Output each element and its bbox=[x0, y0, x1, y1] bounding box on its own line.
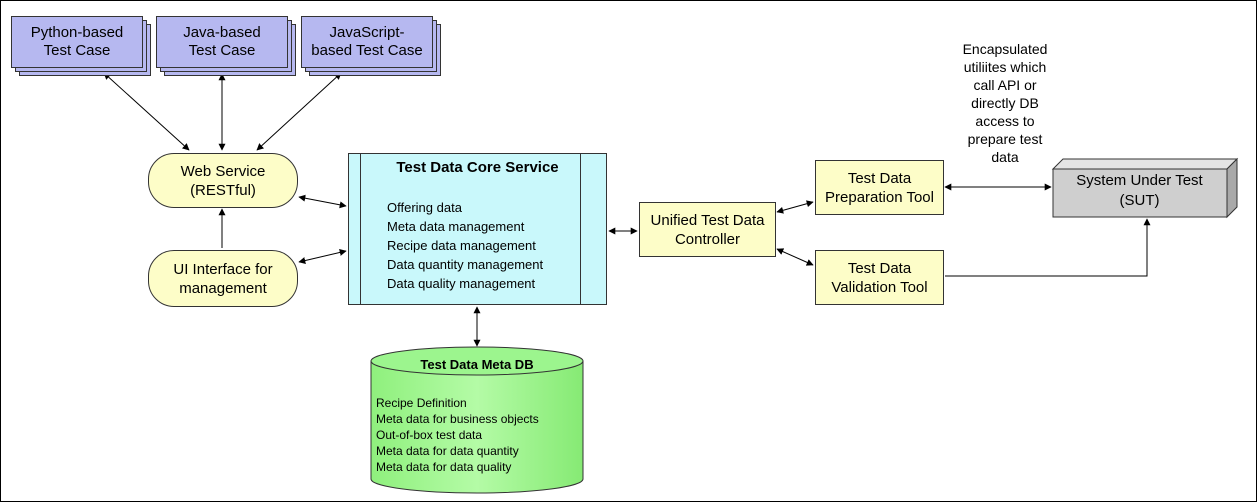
validation-tool-line2: Validation Tool bbox=[831, 278, 928, 296]
ui-interface-node: UI Interface for management bbox=[148, 250, 298, 307]
arrow-valid-sut bbox=[945, 218, 1151, 277]
meta-db-list: Recipe Definition Meta data for business… bbox=[376, 395, 539, 475]
controller-line1: Unified Test Data bbox=[650, 211, 765, 229]
meta-db-item: Meta data for business objects bbox=[376, 412, 539, 426]
core-service-item: Meta data management bbox=[387, 219, 525, 234]
java-test-case: Java-based Test Case bbox=[156, 16, 296, 76]
validation-tool-node: Test Data Validation Tool bbox=[815, 250, 944, 305]
javascript-test-case-line1: JavaScript- bbox=[329, 24, 405, 41]
note-line: directly DB bbox=[971, 95, 1039, 111]
prep-tool-line2: Preparation Tool bbox=[825, 188, 934, 206]
note-line: call API or bbox=[973, 77, 1037, 93]
arrow-python-webservice bbox=[103, 72, 190, 151]
web-service-line2: (RESTful) bbox=[190, 181, 256, 199]
core-service-item: Data quantity management bbox=[387, 257, 544, 272]
core-service-item: Offering data bbox=[387, 200, 462, 215]
meta-db-title: Test Data Meta DB bbox=[420, 357, 534, 372]
encapsulated-utilities-note: Encapsulated utiliites which call API or… bbox=[950, 40, 1060, 166]
meta-db-item: Meta data for data quantity bbox=[376, 444, 519, 458]
python-test-case: Python-based Test Case bbox=[11, 16, 151, 76]
javascript-test-case-line2: based Test Case bbox=[311, 42, 423, 59]
arrow-controller-prep bbox=[776, 200, 814, 214]
web-service-line1: Web Service bbox=[180, 162, 266, 180]
sut-line1: System Under Test bbox=[1076, 172, 1203, 189]
note-line: utiliites which bbox=[963, 59, 1047, 75]
ui-interface-line2: management bbox=[179, 279, 267, 297]
validation-tool-line1: Test Data bbox=[847, 259, 912, 277]
web-service-node: Web Service (RESTful) bbox=[148, 153, 298, 208]
note-line: access to bbox=[975, 113, 1035, 129]
sut-box bbox=[1051, 157, 1239, 219]
meta-db-item: Recipe Definition bbox=[376, 396, 467, 410]
javascript-test-case: JavaScript- based Test Case bbox=[301, 16, 441, 76]
meta-db-cylinder bbox=[370, 346, 584, 494]
sut-line2: (SUT) bbox=[1119, 192, 1160, 209]
arrow-javascript-webservice bbox=[256, 72, 342, 151]
meta-db-item: Meta data for data quality bbox=[376, 460, 512, 474]
arrow-webservice-core bbox=[298, 194, 347, 209]
note-line: Encapsulated bbox=[962, 41, 1048, 57]
python-test-case-line1: Python-based bbox=[30, 24, 124, 41]
core-service-item: Data quality management bbox=[387, 276, 536, 291]
java-test-case-line1: Java-based bbox=[183, 24, 261, 41]
ui-interface-line1: UI Interface for bbox=[173, 260, 273, 278]
controller-node: Unified Test Data Controller bbox=[639, 202, 776, 257]
core-service-title: Test Data Core Service bbox=[396, 159, 559, 176]
arrow-controller-valid bbox=[776, 248, 814, 266]
core-service-node: Test Data Core Service Offering data Met… bbox=[348, 153, 607, 305]
sut-node: System Under Test (SUT) bbox=[1053, 157, 1227, 217]
arrow-ui-core bbox=[298, 249, 347, 264]
prep-tool-line1: Test Data bbox=[847, 169, 912, 187]
meta-db-item: Out-of-box test data bbox=[376, 428, 483, 442]
core-service-item: Recipe data management bbox=[387, 238, 536, 253]
note-line: prepare test bbox=[967, 131, 1043, 147]
java-test-case-line2: Test Case bbox=[188, 42, 256, 59]
controller-line2: Controller bbox=[674, 230, 740, 248]
core-service-list: Offering data Meta data management Recip… bbox=[387, 198, 543, 293]
prep-tool-node: Test Data Preparation Tool bbox=[815, 160, 944, 215]
note-line: data bbox=[991, 149, 1019, 165]
python-test-case-line2: Test Case bbox=[43, 42, 111, 59]
